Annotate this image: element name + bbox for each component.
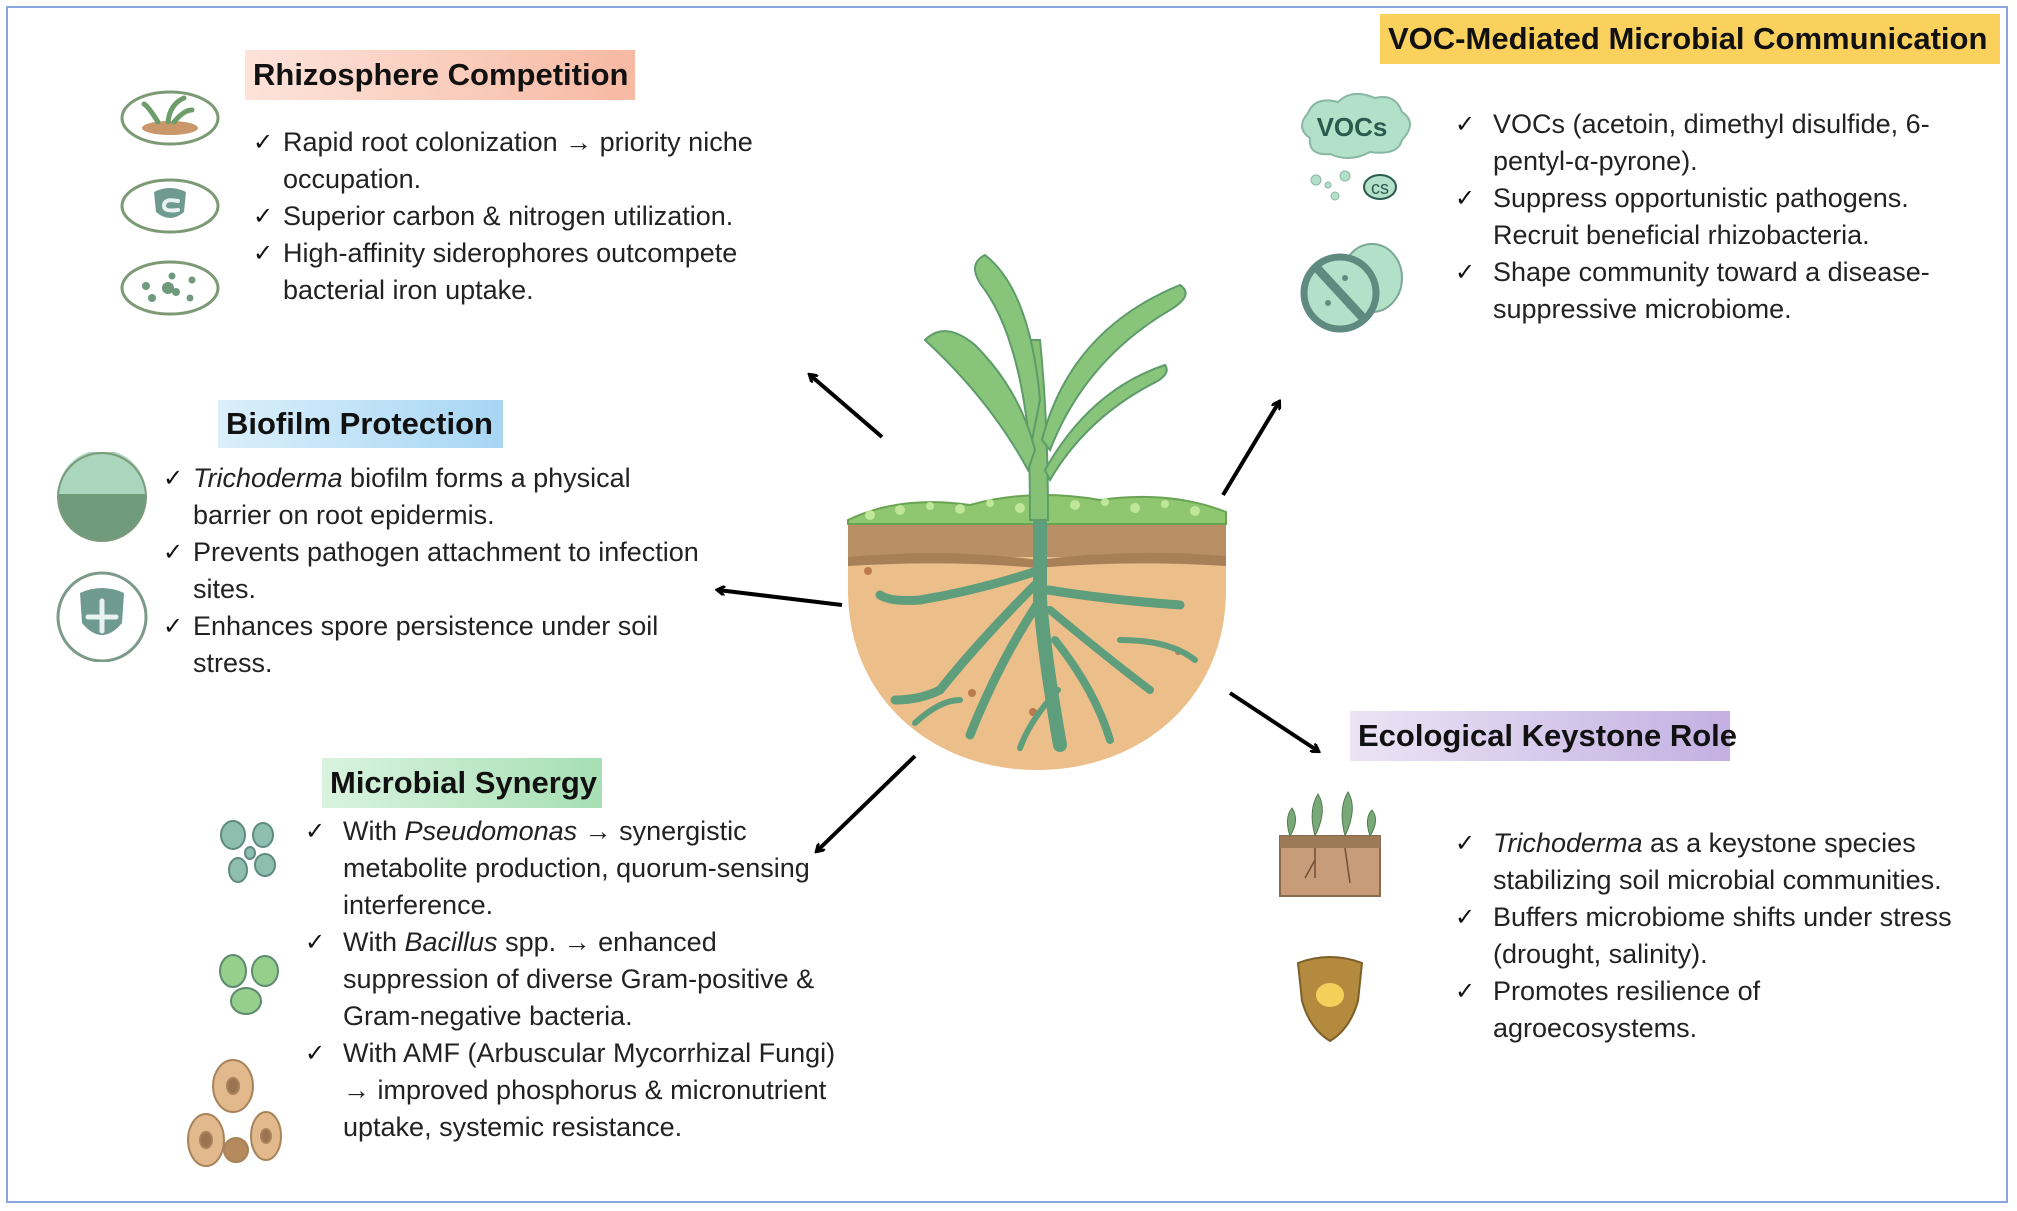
rhizosphere-competition-label: Rhizosphere Competition xyxy=(245,50,635,100)
bullet-item: ✓With Pseudomonas → synergistic metaboli… xyxy=(305,813,845,924)
bullet-item: ✓Superior carbon & nitrogen utilization. xyxy=(253,198,793,235)
biofilm-icons xyxy=(56,452,148,662)
check-icon: ✓ xyxy=(163,465,184,492)
check-icon: ✓ xyxy=(163,539,184,566)
bullet-item: ✓Enhances spore persistence under soil s… xyxy=(163,608,703,682)
bullet-item: ✓Buffers microbiome shifts under stress … xyxy=(1455,899,1955,973)
bullet-item: ✓Trichoderma as a keystone species stabi… xyxy=(1455,825,1955,899)
bullet-item: ✓With AMF (Arbuscular Mycorrhizal Fungi)… xyxy=(305,1035,845,1146)
figure-frame xyxy=(6,6,2008,1203)
check-icon: ✓ xyxy=(1455,978,1476,1005)
check-icon: ✓ xyxy=(253,240,274,267)
bullet-item: ✓Prevents pathogen attachment to infecti… xyxy=(163,534,703,608)
check-icon: ✓ xyxy=(1455,111,1476,138)
microbe-cluster-icon xyxy=(120,260,220,316)
check-icon: ✓ xyxy=(253,203,274,230)
bullet-item: ✓Rapid root colonization → priority nich… xyxy=(253,124,793,198)
arrow-to-synergy xyxy=(817,754,917,851)
rhizosphere-icons xyxy=(120,90,220,316)
shield-icon xyxy=(120,178,220,234)
check-icon: ✓ xyxy=(1455,830,1476,857)
bacillus-cells-icon xyxy=(219,954,279,1015)
soil-plants-icon xyxy=(1279,791,1381,897)
amf-spores-icon xyxy=(187,1059,282,1167)
bullet-item: ✓Shape community toward a disease-suppre… xyxy=(1455,254,1955,328)
bullet-item: ✓With Bacillus spp. → enhanced suppressi… xyxy=(305,924,845,1035)
check-icon: ✓ xyxy=(305,818,326,845)
bullet-item: ✓Trichoderma biofilm forms a physical ba… xyxy=(163,460,703,534)
arrow-to-voc xyxy=(1221,402,1279,497)
check-icon: ✓ xyxy=(163,613,184,640)
check-icon: ✓ xyxy=(305,929,326,956)
synergy-bullet-list: ✓With Pseudomonas → synergistic metaboli… xyxy=(305,813,845,1146)
biofilm-bullet-list: ✓Trichoderma biofilm forms a physical ba… xyxy=(163,460,703,682)
plant-illustration xyxy=(847,253,1227,770)
ecological-keystone-label: Ecological Keystone Role xyxy=(1350,711,1737,761)
bullet-item: ✓High-affinity siderophores outcompete b… xyxy=(253,235,793,309)
svg-text:cs: cs xyxy=(1371,178,1389,198)
arrow-to-keystone xyxy=(1228,691,1318,751)
voc-icons: VOCs cs xyxy=(1300,92,1411,333)
check-icon: ✓ xyxy=(1455,904,1476,931)
check-icon: ✓ xyxy=(253,129,274,156)
rhizosphere-bullet-list: ✓Rapid root colonization → priority nich… xyxy=(253,124,793,309)
arrow-to-biofilm xyxy=(718,590,843,607)
plant-sprout-icon xyxy=(120,90,220,146)
voc-bullet-list: ✓VOCs (acetoin, dimethyl disulfide, 6-pe… xyxy=(1455,106,1955,328)
check-icon: ✓ xyxy=(1455,185,1476,212)
shield-plus-icon xyxy=(56,571,148,662)
biofilm-protection-label: Biofilm Protection xyxy=(218,400,503,448)
check-icon: ✓ xyxy=(305,1040,326,1067)
biofilm-disc-icon xyxy=(57,452,147,542)
bullet-item: ✓Promotes resilience of agroecosystems. xyxy=(1455,973,1955,1047)
synergy-icons xyxy=(187,820,282,1167)
no-pathogen-icon xyxy=(1300,243,1403,333)
bullet-item: ✓Suppress opportunistic pathogens. Recru… xyxy=(1455,180,1955,254)
bullet-item: ✓VOCs (acetoin, dimethyl disulfide, 6-pe… xyxy=(1455,106,1955,180)
pseudomonas-cells-icon xyxy=(220,820,276,883)
voc-communication-label: VOC-Mediated Microbial Communication xyxy=(1380,14,2000,64)
golden-shield-icon xyxy=(1296,956,1364,1043)
arrow-to-rhizosphere xyxy=(810,375,884,439)
keystone-icons xyxy=(1279,791,1381,1043)
vocs-cloud-icon: VOCs cs xyxy=(1301,92,1411,201)
svg-text:VOCs: VOCs xyxy=(1317,112,1388,142)
check-icon: ✓ xyxy=(1455,259,1476,286)
arrows xyxy=(718,375,1318,851)
microbial-synergy-label: Microbial Synergy xyxy=(322,758,602,808)
keystone-bullet-list: ✓Trichoderma as a keystone species stabi… xyxy=(1455,825,1955,1047)
